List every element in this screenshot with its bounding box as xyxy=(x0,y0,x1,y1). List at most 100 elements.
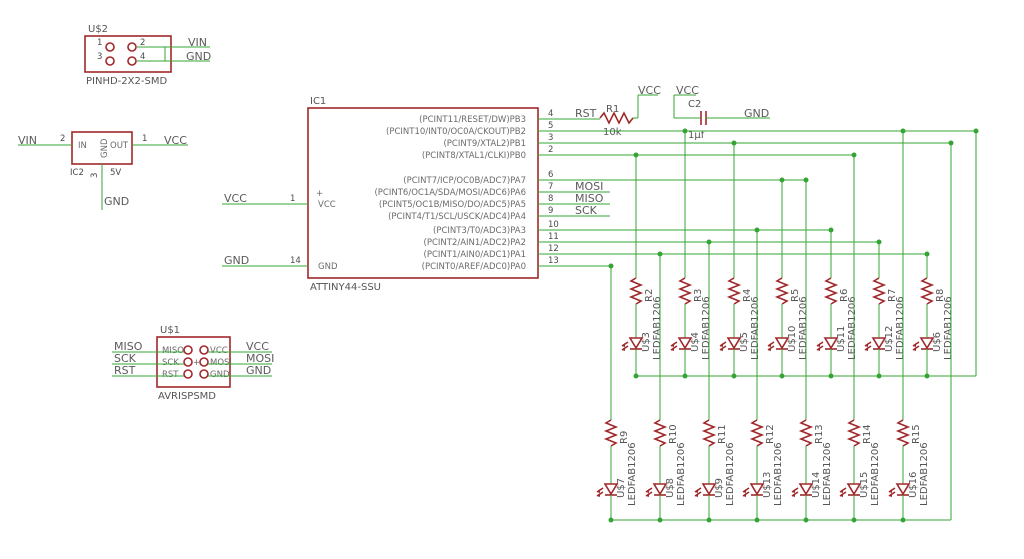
avrisp-net-label: VCC xyxy=(246,340,269,353)
resistor-r14[interactable]: R14 xyxy=(846,419,873,447)
resistor-r8[interactable]: R8 xyxy=(919,277,946,305)
c2-value: 1µf xyxy=(688,130,705,141)
resistor-r3[interactable]: R3 xyxy=(677,277,704,305)
c2-net-vcc: VCC xyxy=(676,84,699,97)
led-ref-label: U$16 xyxy=(908,472,919,498)
resistor-label: R13 xyxy=(814,424,825,444)
connector-us2[interactable]: U$2 PINHD-2X2-SMD 1 2 3 4 VIN GND xyxy=(84,24,211,87)
ic1-pin-number: 9 xyxy=(548,206,553,216)
resistor-r15[interactable]: R15 xyxy=(895,419,922,447)
resistor-r12[interactable]: R12 xyxy=(749,419,776,447)
ic1-pin-label: VCC xyxy=(318,200,336,210)
avrisp-net-label: RST xyxy=(114,364,136,377)
regulator-ic2[interactable]: IN OUT GND 2 1 3 IC2 5V VIN VCC GND xyxy=(18,131,188,210)
resistor-r9[interactable]: R9 xyxy=(603,419,630,447)
led-value-label: LEDFAB1206 xyxy=(627,442,638,506)
resistor-r2[interactable]: R2 xyxy=(628,277,655,305)
resistor-label: R4 xyxy=(742,289,753,302)
led-ref-label: U$13 xyxy=(762,472,773,498)
led-ref-label: U$9 xyxy=(714,478,725,498)
ic1-pin-number: 14 xyxy=(290,256,301,266)
ic2-in-label: IN xyxy=(78,141,87,151)
ic1-pin-number: 10 xyxy=(548,220,559,230)
ic1-pin-label: (PCINT3/T0/ADC3)PA3 xyxy=(433,226,526,236)
junction-dot xyxy=(803,517,809,523)
resistor-r13[interactable]: R13 xyxy=(798,419,825,447)
r1-net-vcc: VCC xyxy=(638,84,661,97)
ic2-name: IC2 xyxy=(70,168,84,178)
resistor-r11[interactable]: R11 xyxy=(701,419,728,447)
junction-dot xyxy=(754,227,760,233)
junction-dot xyxy=(851,152,857,158)
avrisp-pin-label: GND xyxy=(210,370,230,380)
ic1-pin-number: 4 xyxy=(548,109,553,119)
resistor-r7[interactable]: R7 xyxy=(871,277,898,305)
junction-dot xyxy=(706,239,712,245)
led-ref-label: U$15 xyxy=(859,472,870,498)
junction-dot xyxy=(754,517,760,523)
ic1-plus-mark: + xyxy=(316,189,323,199)
led-ref-label: U$6 xyxy=(932,332,943,352)
ic1-name: IC1 xyxy=(310,96,326,107)
ic1-pin-number: 6 xyxy=(548,170,553,180)
resistor-label: R9 xyxy=(619,431,630,444)
resistor-r5[interactable]: R5 xyxy=(774,277,801,305)
resistor-r4[interactable]: R4 xyxy=(726,277,753,305)
ic1-pin-number: 13 xyxy=(548,256,559,266)
ic1-net-label: MISO xyxy=(575,192,604,205)
led-ref-label: U$3 xyxy=(641,332,652,352)
c2-name: C2 xyxy=(688,99,701,110)
resistor-r6[interactable]: R6 xyxy=(823,277,850,305)
ic1-pin-label: (PCINT5/OC1B/MISO/DO/ADC5)PA5 xyxy=(379,200,526,210)
ic2-pin-out: 1 xyxy=(142,134,147,144)
resistor-label: R2 xyxy=(644,289,655,302)
led-value-label: LEDFAB1206 xyxy=(919,442,930,506)
led-value-label: LEDFAB1206 xyxy=(701,296,712,360)
ic2-net-gnd: GND xyxy=(104,195,129,208)
resistor-r1[interactable]: R1 10k VCC xyxy=(599,84,661,138)
ic2-gnd-label: GND xyxy=(100,138,110,158)
ic1-net-label: MOSI xyxy=(575,180,603,193)
avrisp-net-label: GND xyxy=(246,364,271,377)
avrisp-net-label: SCK xyxy=(114,352,137,365)
ic1-pin-number: 3 xyxy=(548,133,553,143)
resistor-label: R3 xyxy=(693,289,704,302)
avrisp-pin-label: RST xyxy=(162,370,179,380)
resistor-r10[interactable]: R10 xyxy=(652,419,679,447)
r1-name: R1 xyxy=(606,104,619,115)
ic1-pin-label: (PCINT10/INT0/OC0A/CKOUT)PB2 xyxy=(386,127,526,137)
resistor-label: R15 xyxy=(911,424,922,444)
net-label-vin: VIN xyxy=(188,36,207,49)
ic1-pin-label: (PCINT2/AIN1/ADC2)PA2 xyxy=(424,238,526,248)
led-ref-label: U$12 xyxy=(884,326,895,352)
ic1-net-label: RST xyxy=(575,107,597,120)
ic1-pin-number: 5 xyxy=(548,121,553,131)
led-value-label: LEDFAB1206 xyxy=(676,442,687,506)
connector-us2-pin3: 3 xyxy=(97,52,102,62)
capacitor-c2[interactable]: C2 1µf VCC GND xyxy=(673,84,770,141)
led-value-label: LEDFAB1206 xyxy=(750,296,761,360)
led-value-label: LEDFAB1206 xyxy=(847,296,858,360)
ic1-pin-label: (PCINT6/OC1A/SDA/MOSI/ADC6)PA6 xyxy=(374,188,526,198)
ic2-voltage: 5V xyxy=(110,168,121,178)
resistor-label: R12 xyxy=(765,424,776,444)
junction-dot xyxy=(633,373,639,379)
